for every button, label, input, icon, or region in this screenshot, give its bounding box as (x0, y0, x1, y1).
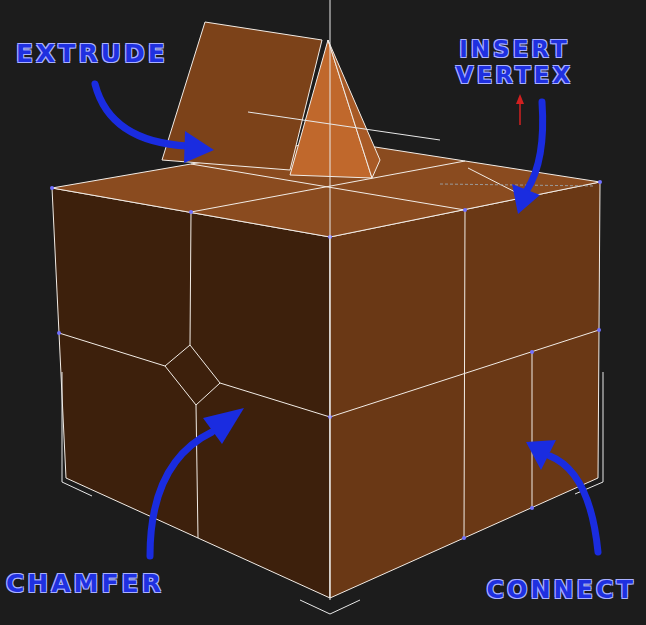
tool-label: CHAMFER (6, 570, 164, 599)
callout-arrows (95, 84, 598, 556)
tool-label: INSERT VERTEX (427, 36, 602, 89)
tool-label: CONNECT (486, 577, 636, 605)
left-face (52, 188, 330, 598)
vertex-dots (50, 180, 602, 540)
cube (52, 22, 600, 598)
pyramid-side (328, 40, 380, 178)
right-face (330, 182, 600, 598)
tool-label: EXTRUDE (16, 40, 168, 69)
pyramid-face (290, 40, 372, 178)
edge-loops (59, 161, 599, 538)
transform-gizmo (248, 0, 595, 600)
